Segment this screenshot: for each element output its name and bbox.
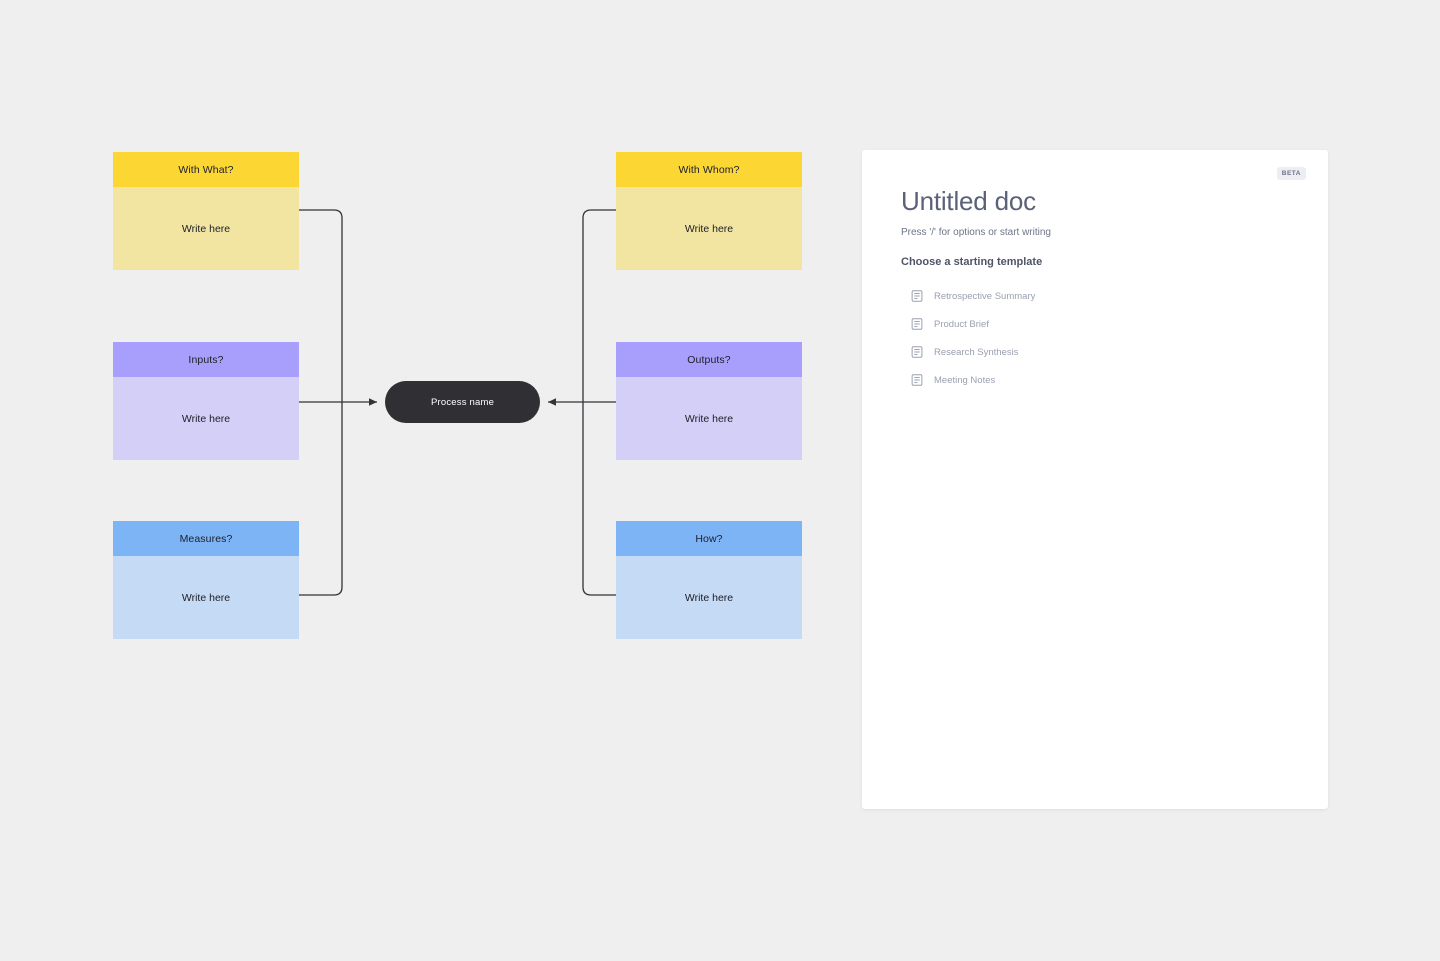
- card-with-what-header[interactable]: With What?: [113, 152, 299, 187]
- card-measures-header[interactable]: Measures?: [113, 521, 299, 556]
- document-placeholder-hint: Press '/' for options or start writing: [901, 227, 1051, 238]
- diagram-canvas[interactable]: With What? Write here Inputs? Write here…: [0, 0, 862, 961]
- card-inputs-body[interactable]: Write here: [113, 377, 299, 460]
- card-how-body[interactable]: Write here: [616, 556, 802, 639]
- card-how-header[interactable]: How?: [616, 521, 802, 556]
- card-with-what-body[interactable]: Write here: [113, 187, 299, 270]
- card-with-whom[interactable]: With Whom? Write here: [616, 152, 802, 270]
- process-node-label: Process name: [430, 396, 495, 408]
- document-icon: [911, 346, 923, 358]
- template-label: Research Synthesis: [934, 346, 1019, 358]
- card-inputs[interactable]: Inputs? Write here: [113, 342, 299, 460]
- card-outputs[interactable]: Outputs? Write here: [616, 342, 802, 460]
- card-with-whom-body[interactable]: Write here: [616, 187, 802, 270]
- document-icon: [911, 374, 923, 386]
- template-item-product-brief[interactable]: Product Brief: [901, 310, 1298, 338]
- process-node[interactable]: Process name: [385, 381, 540, 423]
- template-label: Retrospective Summary: [934, 290, 1036, 302]
- template-item-meeting-notes[interactable]: Meeting Notes: [901, 366, 1298, 394]
- document-icon: [911, 290, 923, 302]
- document-icon: [911, 318, 923, 330]
- beta-badge: BETA: [1276, 167, 1306, 180]
- card-how[interactable]: How? Write here: [616, 521, 802, 639]
- template-list: Retrospective Summary Product Brief: [901, 282, 1298, 394]
- connector-lines: [299, 209, 616, 596]
- starting-template-heading: Choose a starting template: [901, 256, 1043, 268]
- card-with-what[interactable]: With What? Write here: [113, 152, 299, 270]
- document-title[interactable]: Untitled doc: [901, 186, 1036, 216]
- card-outputs-header[interactable]: Outputs?: [616, 342, 802, 377]
- template-label: Product Brief: [934, 318, 989, 330]
- template-label: Meeting Notes: [934, 374, 996, 386]
- card-outputs-body[interactable]: Write here: [616, 377, 802, 460]
- card-measures-body[interactable]: Write here: [113, 556, 299, 639]
- card-inputs-header[interactable]: Inputs?: [113, 342, 299, 377]
- template-item-retrospective-summary[interactable]: Retrospective Summary: [901, 282, 1298, 310]
- card-measures[interactable]: Measures? Write here: [113, 521, 299, 639]
- document-panel[interactable]: BETA Untitled doc Press '/' for options …: [862, 150, 1328, 809]
- card-with-whom-header[interactable]: With Whom?: [616, 152, 802, 187]
- template-item-research-synthesis[interactable]: Research Synthesis: [901, 338, 1298, 366]
